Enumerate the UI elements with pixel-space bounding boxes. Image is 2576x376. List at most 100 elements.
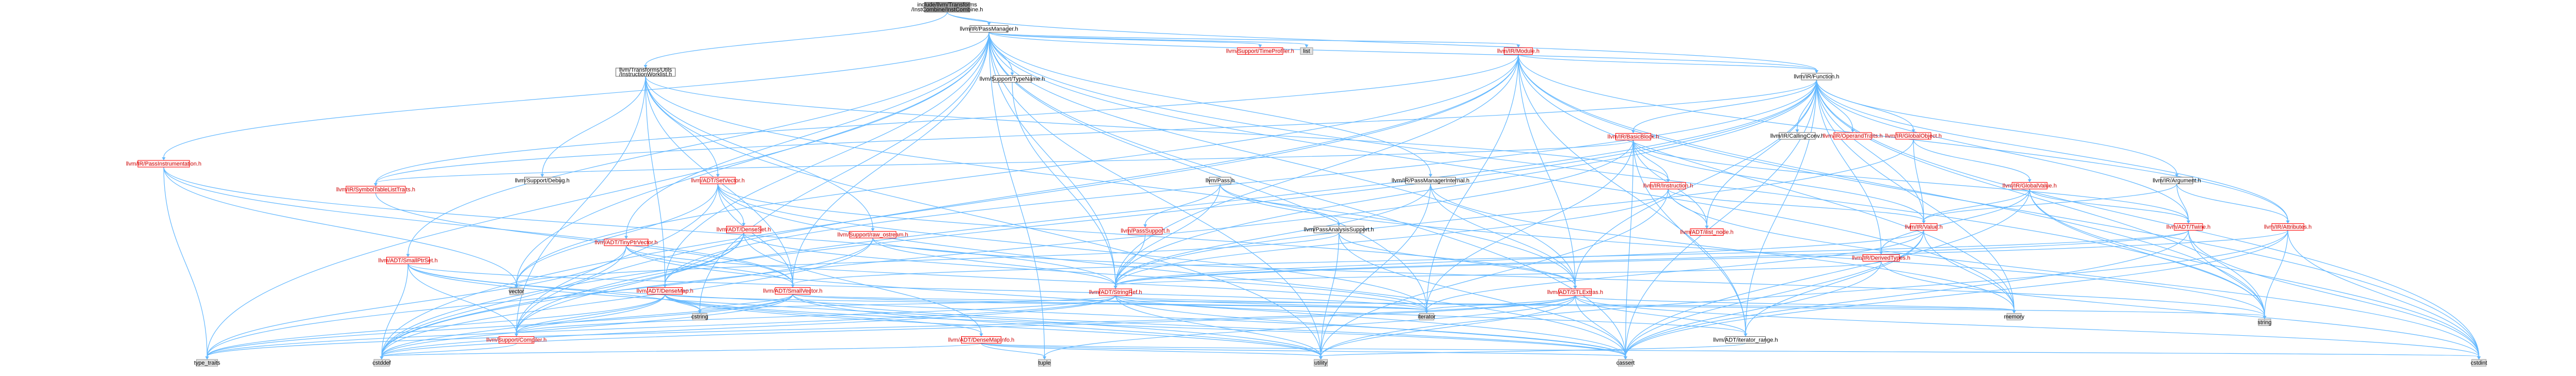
node-stringref[interactable]: llvm/ADT/StringRef.h — [1089, 288, 1142, 296]
node-box-attributes — [2271, 223, 2304, 231]
node-derivedtypes[interactable]: llvm/IR/DerivedTypes.h — [1852, 254, 1910, 261]
node-denseset[interactable]: llvm/ADT/DenseSet.h — [716, 226, 771, 233]
edge-attributes-to-cstdint — [2287, 230, 2479, 357]
node-smallptrset[interactable]: llvm/ADT/SmallPtrSet.h — [379, 257, 438, 264]
node-box-callingconv — [1779, 132, 1816, 140]
edge-attributes-to-stringref — [1115, 230, 2288, 286]
edge-smallvector-to-compiler — [516, 294, 793, 334]
edge-pm-to-function — [988, 32, 1817, 71]
node-timeprof[interactable]: llvm/Support/TimeProfiler.h — [1226, 47, 1294, 55]
edge-iclist-to-stlextras — [645, 76, 1576, 286]
node-passinstr[interactable]: llvm/IR/PassInstrumentation.h — [126, 160, 201, 168]
edge-pm-to-module — [988, 31, 1519, 45]
node-label-smallvector: llvm/ADT/SmallVector.h — [763, 288, 823, 294]
node-label-root-line2: /InstCombine/InstCombine.h — [912, 7, 983, 13]
node-attributes[interactable]: llvm/IR/Attributes.h — [2264, 223, 2312, 231]
edge-pm-to-passinstr — [163, 32, 989, 158]
edge-arrowhead-pm-to-typename — [1010, 72, 1014, 76]
edge-attributes-to-string — [2264, 230, 2288, 316]
edge-pm-to-tinyptr — [625, 32, 989, 236]
node-label-twine: llvm/ADT/Twine.h — [2166, 224, 2211, 230]
edge-iclist-to-debug — [542, 76, 646, 174]
edge-twine-to-cassert — [1625, 230, 2189, 357]
node-box-memory — [2006, 313, 2022, 320]
node-module[interactable]: llvm/IR/Module.h — [1497, 47, 1540, 55]
node-label-setvector: llvm/ADT/SetVector.h — [691, 177, 745, 184]
edge-tinyptr-to-smallvector — [625, 246, 793, 285]
node-iclist[interactable]: llvm/Transforms/Utils/InstructionWorklis… — [616, 67, 676, 78]
node-ilistnode[interactable]: llvm/ADT/ilist_node.h — [1680, 228, 1734, 236]
node-function[interactable]: llvm/IR/Function.h — [1794, 73, 1840, 80]
edge-denseset-to-iterator — [743, 233, 1427, 310]
node-iteratorrange[interactable]: llvm/ADT/iterator_range.h — [1713, 336, 1778, 344]
node-opertraits[interactable]: llvm/IR/OperandTraits.h — [1823, 132, 1883, 140]
node-passanalysis[interactable]: llvm/PassAnalysisSupport.h — [1304, 226, 1374, 233]
edge-iclist-to-utility — [645, 76, 1322, 357]
edge-denseset-to-densemap — [664, 233, 744, 285]
node-label-densemap: llvm/ADT/DenseMap.h — [636, 288, 693, 294]
edge-function-to-symtab — [375, 79, 1817, 184]
edge-arrowhead-pm-to-timeprof — [1258, 44, 1262, 48]
node-densemap[interactable]: llvm/ADT/DenseMap.h — [636, 287, 694, 295]
node-cstring: cstring — [692, 313, 708, 320]
node-debug[interactable]: llvm/Support/Debug.h — [515, 177, 570, 184]
node-label-module: llvm/IR/Module.h — [1497, 48, 1540, 54]
node-label-pm: llvm/IR/PassManager.h — [960, 26, 1018, 32]
node-box-timeprof — [1237, 47, 1283, 55]
edge-arrowhead-pm-to-module — [1516, 44, 1520, 48]
edge-function-to-memory — [1816, 79, 2015, 310]
node-densemapinfo[interactable]: llvm/ADT/DenseMapInfo.h — [948, 336, 1014, 344]
edge-arrowhead-pass-to-passsupport — [1143, 224, 1147, 227]
node-cstddef: cstddef — [372, 359, 391, 367]
node-symtab[interactable]: llvm/IR/SymbolTableListTraits.h — [336, 186, 415, 193]
edge-instruction-to-value — [1668, 189, 1924, 221]
edge-globalvalue-to-string — [2029, 189, 2265, 316]
node-basicblock[interactable]: llvm/IR/BasicBlock.h — [1608, 133, 1659, 140]
node-value[interactable]: llvm/IR/Value.h — [1905, 223, 1943, 231]
node-smallvector[interactable]: llvm/ADT/SmallVector.h — [763, 287, 823, 295]
node-root[interactable]: include/llvm/Transforms/InstCombine/Inst… — [912, 2, 983, 13]
node-box-instruction — [1650, 182, 1686, 189]
node-label-stlextras: llvm/ADT/STLExtras.h — [1547, 289, 1603, 296]
node-setvector[interactable]: llvm/ADT/SetVector.h — [691, 177, 745, 184]
edge-passinstr-to-vector — [163, 167, 517, 285]
node-instruction[interactable]: llvm/IR/Instruction.h — [1643, 182, 1693, 189]
node-box-cstddef — [373, 359, 390, 367]
edge-smallvector-to-cassert — [792, 294, 1626, 357]
node-typename[interactable]: llvm/Support/TypeName.h — [980, 75, 1045, 83]
node-globalobj[interactable]: llvm/IR/GlobalObject.h — [1885, 132, 1942, 140]
edge-arrowhead-iclist-to-debug — [540, 174, 544, 177]
node-pass[interactable]: llvm/Pass.h — [1205, 177, 1235, 184]
node-label-densemapinfo: llvm/ADT/DenseMapInfo.h — [948, 337, 1014, 343]
node-callingconv[interactable]: llvm/IR/CallingConv.h — [1770, 132, 1824, 140]
edge-pass-to-string — [1219, 184, 2265, 316]
node-globalvalue[interactable]: llvm/IR/GlobalValue.h — [2003, 182, 2057, 189]
edge-stringref-to-cstring — [699, 295, 1116, 311]
node-box-typename — [993, 75, 1032, 83]
node-stlextras[interactable]: llvm/ADT/STLExtras.h — [1547, 288, 1603, 296]
edge-arrowhead-densemapinfo-to-cassert — [1624, 356, 1627, 359]
node-box-denseset — [726, 226, 761, 233]
edge-pass-to-passsupport — [1144, 184, 1221, 225]
node-twine[interactable]: llvm/ADT/Twine.h — [2166, 223, 2211, 231]
node-tinyptr[interactable]: llvm/ADT/TinyPtrVector.h — [595, 239, 658, 246]
node-rawostream[interactable]: llvm/Support/raw_ostream.h — [838, 231, 908, 238]
node-argument[interactable]: llvm/IR/Argument.h — [2153, 177, 2201, 184]
edge-stringref-to-iterator — [1115, 295, 1427, 311]
node-pmint[interactable]: llvm/IR/PassManagerInternal.h — [1392, 177, 1469, 184]
edge-arrowhead-function-to-globalobj — [1911, 129, 1915, 133]
edge-twine-to-smallvector — [792, 230, 2189, 285]
node-box-list — [1300, 47, 1313, 55]
node-box-globalvalue — [2012, 182, 2048, 189]
node-pm[interactable]: llvm/IR/PassManager.h — [960, 25, 1018, 32]
node-passsupport[interactable]: llvm/PassSupport.h — [1121, 227, 1170, 235]
edge-pm-to-typetraits — [207, 32, 989, 357]
node-box-pm — [969, 25, 1009, 32]
edge-arrowhead-twine-to-smallvector — [791, 284, 795, 288]
edge-root-to-iclist — [645, 12, 948, 66]
node-compiler[interactable]: llvm/Support/Compiler.h — [486, 336, 547, 344]
edge-arrowhead-pm-to-smallptrset — [406, 254, 410, 257]
node-box-stlextras — [1559, 288, 1592, 296]
node-box-stringref — [1099, 288, 1132, 296]
